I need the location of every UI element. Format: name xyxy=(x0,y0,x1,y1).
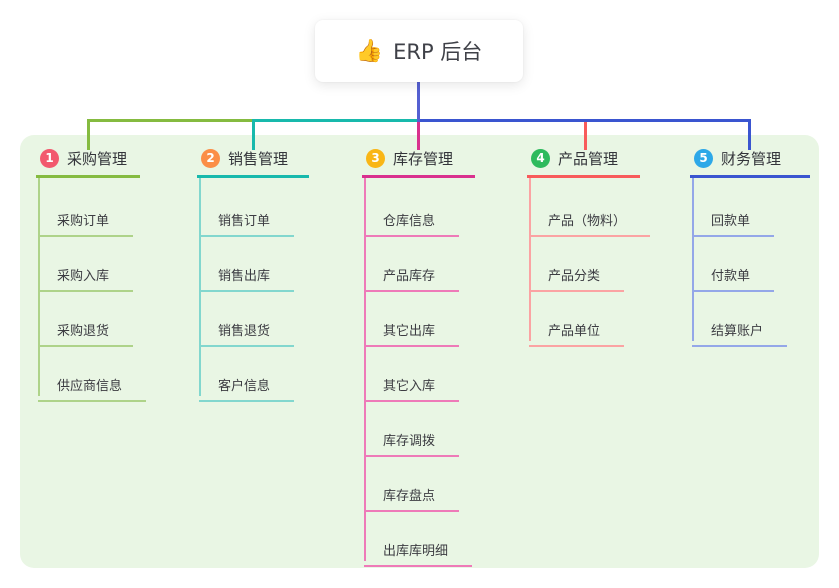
connector-rail-branch-1 xyxy=(87,119,256,122)
child-label: 产品分类 xyxy=(548,269,601,284)
branch-badge-icon: 2 xyxy=(201,148,220,168)
child-label: 产品单位 xyxy=(548,324,601,339)
branch-header-5[interactable]: 5 财务管理 xyxy=(694,146,781,170)
child-node[interactable]: 付款单 xyxy=(692,255,775,292)
child-node[interactable]: 销售退货 xyxy=(199,310,295,347)
child-node[interactable]: 客户信息 xyxy=(199,365,295,402)
branch-badge-icon: 5 xyxy=(694,148,713,168)
child-node[interactable]: 产品库存 xyxy=(364,255,460,292)
child-node[interactable]: 其它出库 xyxy=(364,310,460,347)
branch-underline xyxy=(36,175,140,178)
child-label: 库存调拨 xyxy=(383,434,436,449)
branch-underline xyxy=(197,175,309,178)
child-node[interactable]: 采购退货 xyxy=(38,310,134,347)
child-node[interactable]: 库存调拨 xyxy=(364,420,460,457)
thumbs-up-icon: 👍 xyxy=(355,38,384,64)
child-node[interactable]: 采购入库 xyxy=(38,255,134,292)
connector-rail-branch-5 xyxy=(417,119,750,122)
branch-header-4[interactable]: 4 产品管理 xyxy=(531,146,618,170)
child-node[interactable]: 回款单 xyxy=(692,200,775,237)
branch-label: 销售管理 xyxy=(228,149,289,168)
branch-header-2[interactable]: 2 销售管理 xyxy=(201,146,288,170)
connector-rail-branch-2 xyxy=(252,119,419,122)
child-label: 产品库存 xyxy=(383,269,436,284)
child-label: 采购入库 xyxy=(57,269,110,284)
branch-spine xyxy=(199,178,201,396)
branch-underline xyxy=(690,175,810,178)
child-label: 客户信息 xyxy=(218,379,271,394)
child-label: 供应商信息 xyxy=(57,379,123,394)
branch-label: 产品管理 xyxy=(558,149,619,168)
child-node[interactable]: 仓库信息 xyxy=(364,200,460,237)
branch-drop-line xyxy=(584,119,587,150)
child-node[interactable]: 销售订单 xyxy=(199,200,295,237)
branch-badge-icon: 1 xyxy=(40,148,59,168)
child-node[interactable]: 产品分类 xyxy=(529,255,625,292)
branch-drop-line xyxy=(417,119,420,150)
child-node[interactable]: 销售出库 xyxy=(199,255,295,292)
child-label: 采购订单 xyxy=(57,214,110,229)
branch-label: 库存管理 xyxy=(393,149,454,168)
child-label: 结算账户 xyxy=(711,324,764,339)
branch-drop-line xyxy=(87,119,90,150)
branch-label: 财务管理 xyxy=(721,149,782,168)
child-node[interactable]: 出库库明细 xyxy=(364,530,473,567)
child-label: 采购退货 xyxy=(57,324,110,339)
branch-badge-icon: 3 xyxy=(366,148,385,168)
child-label: 出库库明细 xyxy=(383,544,449,559)
child-label: 其它入库 xyxy=(383,379,436,394)
branch-header-1[interactable]: 1 采购管理 xyxy=(40,146,127,170)
branch-drop-line xyxy=(252,119,255,150)
child-node[interactable]: 供应商信息 xyxy=(38,365,147,402)
child-node[interactable]: 产品（物料） xyxy=(529,200,651,237)
child-label: 仓库信息 xyxy=(383,214,436,229)
branch-spine xyxy=(692,178,694,341)
branch-spine xyxy=(38,178,40,396)
child-node[interactable]: 结算账户 xyxy=(692,310,788,347)
branch-underline xyxy=(527,175,640,178)
root-node[interactable]: 👍 ERP 后台 xyxy=(315,20,523,82)
child-label: 销售订单 xyxy=(218,214,271,229)
child-label: 付款单 xyxy=(711,269,751,284)
child-node[interactable]: 产品单位 xyxy=(529,310,625,347)
child-label: 回款单 xyxy=(711,214,751,229)
child-node[interactable]: 采购订单 xyxy=(38,200,134,237)
branch-header-3[interactable]: 3 库存管理 xyxy=(366,146,453,170)
child-label: 销售退货 xyxy=(218,324,271,339)
root-label: ERP 后台 xyxy=(393,40,483,64)
child-label: 产品（物料） xyxy=(548,214,627,229)
child-node[interactable]: 其它入库 xyxy=(364,365,460,402)
child-label: 库存盘点 xyxy=(383,489,436,504)
child-label: 销售出库 xyxy=(218,269,271,284)
trunk-line xyxy=(417,82,420,122)
branch-spine xyxy=(364,178,366,561)
child-label: 其它出库 xyxy=(383,324,436,339)
child-node[interactable]: 库存盘点 xyxy=(364,475,460,512)
branch-label: 采购管理 xyxy=(67,149,128,168)
branch-spine xyxy=(529,178,531,341)
mindmap-panel xyxy=(20,135,819,568)
branch-badge-icon: 4 xyxy=(531,148,550,168)
branch-underline xyxy=(362,175,475,178)
branch-drop-line xyxy=(748,119,751,150)
